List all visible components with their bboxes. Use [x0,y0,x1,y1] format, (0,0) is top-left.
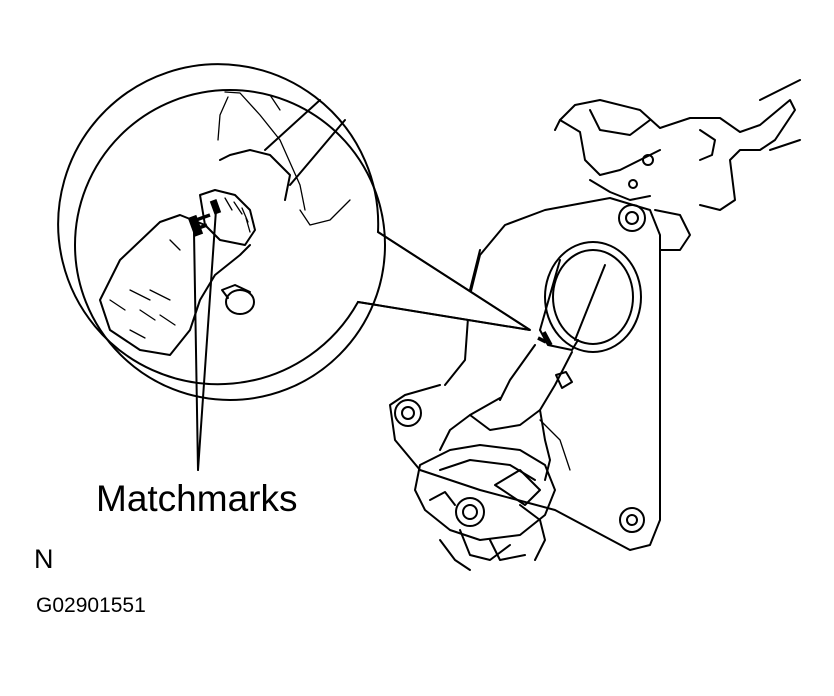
matchmark-leader-lines [193,209,217,471]
upper-bracket [554,79,801,211]
magnified-inset [57,63,531,401]
view-marker-label: N [34,544,54,574]
matchmarks-label: Matchmarks [96,478,298,519]
universal-joint [414,397,571,571]
column-shaft [499,259,606,411]
mounting-plate [389,197,691,551]
inset-detail [99,91,351,356]
figure-code-label: G02901551 [36,594,146,617]
